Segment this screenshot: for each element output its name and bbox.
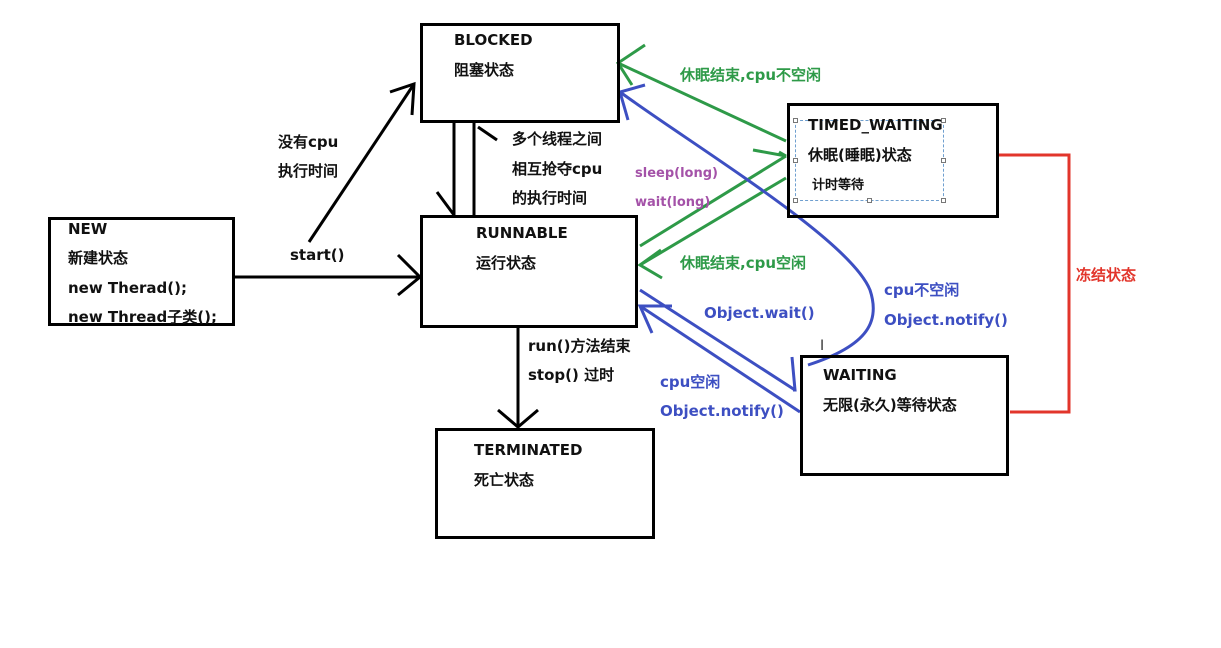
selection-handle[interactable]: [793, 158, 798, 163]
label-sleep-end-busy: 休眠结束,cpu不空闲: [680, 66, 822, 84]
state-runnable-name: RUNNABLE: [476, 224, 568, 242]
arrow-waiting-to-runnable: [637, 304, 801, 414]
arrow-to-blocked: [307, 81, 416, 243]
state-waiting-name: WAITING: [823, 366, 897, 384]
arrow-blocked-to-runnable: [435, 123, 456, 216]
state-new-desc: 新建状态: [68, 249, 129, 267]
label-start: start(): [290, 246, 345, 264]
state-terminated: [435, 428, 655, 539]
state-waiting-desc: 无限(永久)等待状态: [823, 396, 957, 414]
label-sleep-end-free: 休眠结束,cpu空闲: [680, 254, 807, 272]
arrow-timed-waiting-to-blocked: [615, 43, 787, 143]
label-compete-1: 多个线程之间: [512, 130, 603, 148]
state-blocked-desc: 阻塞状态: [454, 61, 515, 79]
selection-handle[interactable]: [793, 198, 798, 203]
frozen-bracket: [998, 153, 1071, 414]
state-waiting: [800, 355, 1009, 476]
arrow-runnable-to-blocked: [472, 123, 498, 215]
state-timed-waiting-sub: 计时等待: [812, 178, 865, 193]
label-cpu-busy: cpu不空闲: [884, 281, 960, 299]
label-no-cpu-2: 执行时间: [278, 162, 339, 180]
state-new-line2: new Thread子类();: [68, 308, 217, 326]
state-timed-waiting: [787, 103, 999, 218]
label-frozen: 冻结状态: [1076, 266, 1137, 284]
label-cpu-free: cpu空闲: [660, 373, 721, 391]
arrow-runnable-to-terminated: [497, 328, 539, 429]
arrow-runnable-to-timed-waiting: [639, 148, 787, 248]
state-blocked: [420, 23, 620, 123]
label-stop: stop() 过时: [528, 366, 615, 384]
label-run-end: run()方法结束: [528, 337, 631, 355]
selection-handle[interactable]: [793, 118, 798, 123]
label-notify-busy: Object.notify(): [884, 311, 1008, 329]
arrow-timed-waiting-to-runnable: [637, 176, 787, 280]
selection-handle[interactable]: [941, 118, 946, 123]
label-notify-free: Object.notify(): [660, 402, 784, 420]
state-new-line1: new Therad();: [68, 279, 187, 297]
state-timed-waiting-desc: 休眠(睡眠)状态: [808, 146, 912, 164]
arrow-waiting-to-blocked: [618, 83, 875, 367]
label-object-wait: Object.wait(): [704, 304, 815, 322]
label-sleep-long: sleep(long): [635, 166, 718, 181]
state-new-name: NEW: [68, 220, 108, 238]
label-compete-3: 的执行时间: [512, 189, 588, 207]
state-terminated-desc: 死亡状态: [474, 471, 535, 489]
state-new: [48, 217, 235, 326]
selection-handle[interactable]: [941, 198, 946, 203]
state-timed-waiting-name: TIMED_WAITING: [808, 116, 943, 134]
selection-handle[interactable]: [941, 158, 946, 163]
label-no-cpu-1: 没有cpu: [278, 133, 339, 151]
selection-handle[interactable]: [867, 198, 872, 203]
label-compete-2: 相互抢夺cpu: [512, 160, 603, 178]
label-wait-long: wait(long): [635, 195, 711, 210]
state-terminated-name: TERMINATED: [474, 441, 583, 459]
state-blocked-name: BLOCKED: [454, 31, 533, 49]
text-cursor-icon: I: [820, 338, 825, 354]
state-runnable: [420, 215, 638, 328]
state-runnable-desc: 运行状态: [476, 254, 537, 272]
